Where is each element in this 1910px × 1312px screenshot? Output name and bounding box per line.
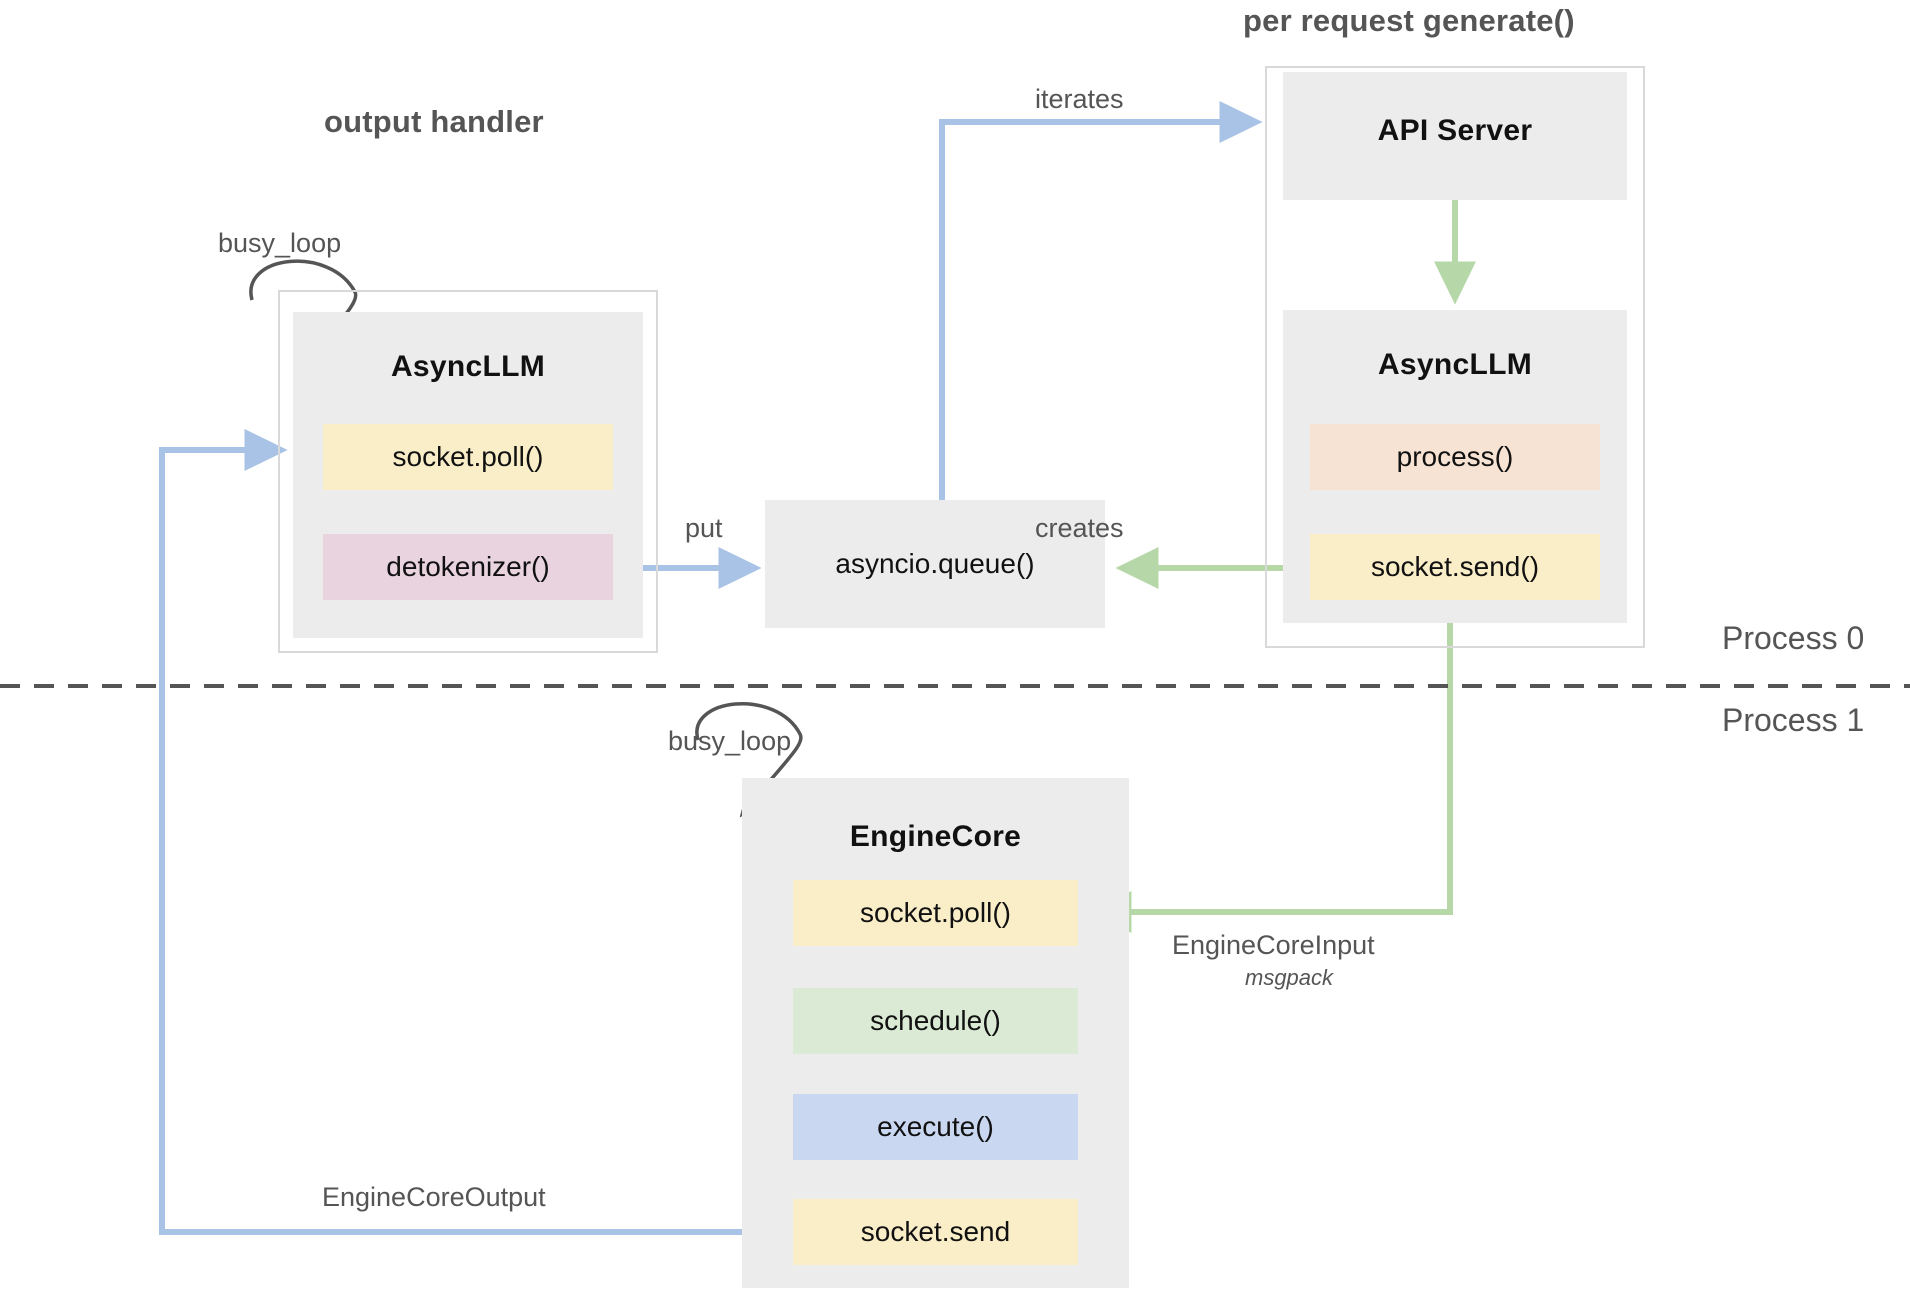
engine-core-input-label: EngineCoreInput bbox=[1172, 930, 1375, 960]
chip-socket-send-engine[interactable]: socket.send bbox=[793, 1199, 1078, 1265]
process-0-label: Process 0 bbox=[1722, 620, 1865, 656]
output-handler-title: output handler bbox=[324, 104, 544, 139]
chip-label: socket.send() bbox=[1370, 551, 1540, 582]
chip-label: schedule() bbox=[870, 1005, 1001, 1036]
busy-loop-label-engine: busy_loop bbox=[668, 726, 792, 756]
engine-core-title: EngineCore bbox=[849, 820, 1022, 853]
chip-socket-poll-left[interactable]: socket.poll() bbox=[323, 424, 613, 490]
chip-detokenizer[interactable]: detokenizer() bbox=[323, 534, 613, 600]
chip-schedule[interactable]: schedule() bbox=[793, 988, 1078, 1054]
iterates-arrow bbox=[939, 101, 1263, 500]
process-1-label: Process 1 bbox=[1722, 702, 1865, 738]
chip-socket-poll-engine[interactable]: socket.poll() bbox=[793, 880, 1078, 946]
chip-execute[interactable]: execute() bbox=[793, 1094, 1078, 1160]
chip-label: socket.poll() bbox=[860, 897, 1011, 928]
iterates-label: iterates bbox=[1035, 84, 1124, 114]
per-request-container bbox=[1265, 66, 1645, 648]
api-server-title: API Server bbox=[1377, 114, 1533, 147]
asyncio-queue-box[interactable]: asyncio.queue() bbox=[765, 500, 1105, 628]
chip-label: socket.poll() bbox=[392, 441, 544, 472]
asyncio-queue-label: asyncio.queue() bbox=[835, 548, 1035, 579]
output-handler-container bbox=[278, 290, 658, 653]
per-request-generate-title: per request generate() bbox=[1243, 3, 1575, 38]
engine-core-output-label: EngineCoreOutput bbox=[322, 1182, 546, 1212]
chip-label: detokenizer() bbox=[386, 551, 550, 582]
chip-label: execute() bbox=[877, 1111, 994, 1142]
left-asyncllm-title: AsyncLLM bbox=[390, 350, 546, 383]
engine-core-input-format-label: msgpack bbox=[1245, 965, 1334, 990]
busy-loop-label-left: busy_loop bbox=[218, 228, 342, 258]
creates-label: creates bbox=[1035, 513, 1124, 543]
chip-label: socket.send bbox=[860, 1216, 1011, 1247]
chip-label: process() bbox=[1396, 441, 1514, 472]
put-label: put bbox=[685, 513, 723, 543]
chip-socket-send-right[interactable]: socket.send() bbox=[1310, 534, 1600, 600]
chip-process[interactable]: process() bbox=[1310, 424, 1600, 490]
right-asyncllm-title: AsyncLLM bbox=[1377, 348, 1533, 381]
api-server-box[interactable]: API Server bbox=[1283, 72, 1627, 200]
